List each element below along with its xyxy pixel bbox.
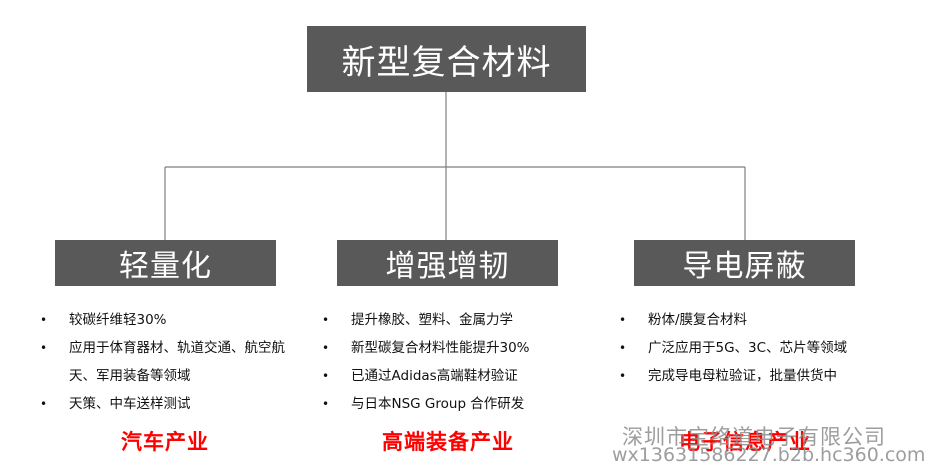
bullet-dot-icon: • [619, 369, 627, 383]
bullet-dot-icon: • [322, 369, 330, 383]
bullet-dot-icon: • [40, 313, 48, 327]
bullet-dot-icon: • [40, 341, 48, 355]
root-node-label: 新型复合材料 [341, 42, 552, 83]
list-item: • 较碳纤维轻30% [38, 306, 298, 334]
bullet-text: 广泛应用于5G、3C、芯片等领域 [648, 340, 848, 356]
list-item: • 已通过Adidas高端鞋材验证 [320, 362, 560, 390]
bullet-dot-icon: • [322, 397, 330, 411]
list-item: • 应用于体育器材、轨道交通、航空航天、军用装备等领域 [38, 334, 298, 390]
bullet-text: 完成导电母粒验证，批量供货中 [648, 368, 837, 384]
category-label-conductive-shielding: 导电屏蔽 [682, 249, 807, 284]
industry-label-automotive: 汽车产业 [121, 430, 209, 454]
bullet-list-lightweight: • 较碳纤维轻30% • 应用于体育器材、轨道交通、航空航天、军用装备等领域 • 天策… [38, 306, 298, 418]
bullet-text: 天策、中车送样测试 [69, 396, 191, 412]
bullet-text: 粉体/膜复合材料 [648, 312, 748, 328]
watermark-company: 深圳市宝络道电子有限公司 [622, 425, 886, 449]
bullet-text: 较碳纤维轻30% [69, 312, 167, 328]
list-item: • 与日本NSG Group 合作研发 [320, 390, 560, 418]
bullet-dot-icon: • [40, 397, 48, 411]
bullet-text: 新型碳复合材料性能提升30% [351, 340, 530, 356]
watermark-url: wx13631586227.b2b.hc360.com [612, 444, 925, 466]
bullet-dot-icon: • [619, 341, 627, 355]
bullet-text: 提升橡胶、塑料、金属力学 [351, 312, 513, 328]
bullet-dot-icon: • [322, 341, 330, 355]
list-item: • 完成导电母粒验证，批量供货中 [617, 362, 887, 390]
bullet-list-conductive-shielding: • 粉体/膜复合材料 • 广泛应用于5G、3C、芯片等领域 • 完成导电母粒验证，批量… [617, 306, 887, 390]
list-item: • 粉体/膜复合材料 [617, 306, 887, 334]
category-box-lightweight: 轻量化 [55, 240, 276, 286]
category-label-reinforcement: 增强增韧 [385, 249, 510, 284]
bullet-text: 已通过Adidas高端鞋材验证 [351, 368, 518, 384]
industry-label-high-end-equipment: 高端装备产业 [382, 430, 514, 454]
bullet-text: 与日本NSG Group 合作研发 [351, 396, 525, 412]
list-item: • 新型碳复合材料性能提升30% [320, 334, 560, 362]
root-node-box: 新型复合材料 [307, 26, 586, 92]
category-box-reinforcement: 增强增韧 [337, 240, 558, 286]
category-label-lightweight: 轻量化 [119, 249, 212, 284]
list-item: • 提升橡胶、塑料、金属力学 [320, 306, 560, 334]
category-box-conductive-shielding: 导电屏蔽 [634, 240, 855, 286]
industry-label-electronic-information: 电子信息产业 [679, 430, 811, 454]
bullet-list-reinforcement: • 提升橡胶、塑料、金属力学 • 新型碳复合材料性能提升30% • 已通过Adidas… [320, 306, 560, 418]
list-item: • 广泛应用于5G、3C、芯片等领域 [617, 334, 887, 362]
bullet-dot-icon: • [322, 313, 330, 327]
list-item: • 天策、中车送样测试 [38, 390, 298, 418]
bullet-text: 应用于体育器材、轨道交通、航空航天、军用装备等领域 [69, 340, 285, 384]
bullet-dot-icon: • [619, 313, 627, 327]
